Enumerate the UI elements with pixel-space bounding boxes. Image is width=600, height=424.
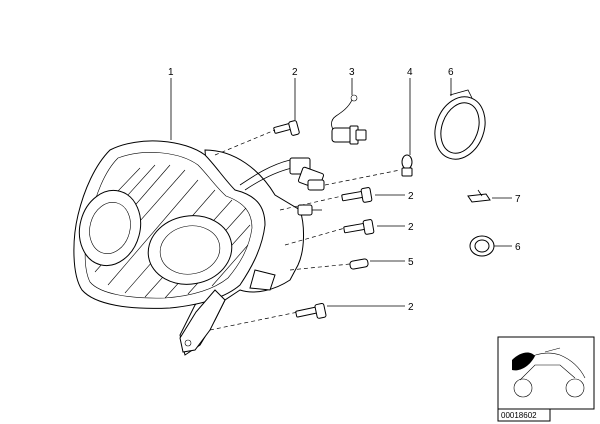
callout-5: 5 [408,257,414,268]
callout-2-mid-a: 2 [408,191,414,202]
bulb-part-3 [331,94,367,145]
diagram-code-box [497,408,551,422]
callout-6-grommet: 6 [515,242,521,253]
screw-part-2-mid-a [341,187,373,203]
callout-4: 4 [407,67,413,78]
screw-part-2-top [273,120,300,136]
callout-2-top: 2 [292,67,298,78]
motorcycle-thumbnail [497,336,595,410]
bulb-part-5 [349,258,369,270]
callout-2-bottom: 2 [408,302,414,313]
screw-part-2-bottom [295,302,327,319]
callout-1: 1 [168,67,174,78]
bulb-part-4 [401,154,413,177]
callout-7: 7 [515,194,521,205]
screw-part-2-mid-b [343,219,375,235]
headlight-assembly-icon [73,140,325,356]
clip-part-7 [467,189,491,203]
motorcycle-thumbnail-icon [512,347,586,398]
diagram-code: 00018602 [501,411,537,420]
callout-2-mid-b: 2 [408,222,414,233]
callout-6-ring: 6 [448,67,454,78]
callout-3: 3 [349,67,355,78]
leader-lines [170,78,512,331]
grommet-part-6 [469,235,495,257]
sealing-ring-part-6 [434,89,486,160]
